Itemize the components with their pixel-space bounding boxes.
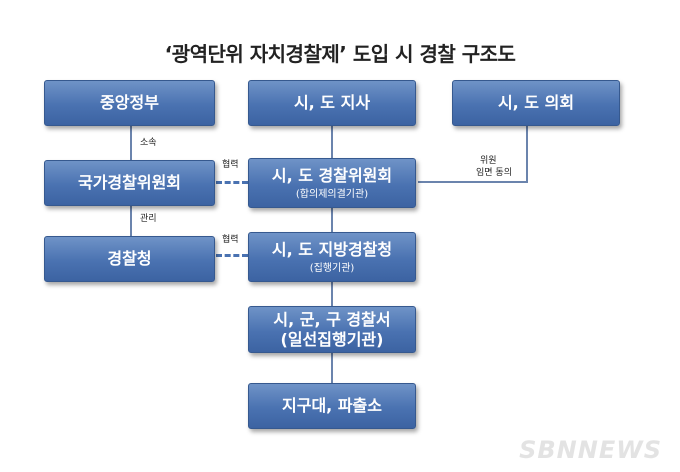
node-central-government-label: 중앙정부 [100,93,159,112]
label-council-appointment-1: 위원 [480,156,497,166]
label-council-appointment-2: 임면 동의 [476,168,512,178]
label-cooperation-1: 협력 [222,160,239,170]
connector-central-to-national-commission [130,126,132,162]
node-council: 시, 도 의회 [452,80,620,126]
label-cooperation-2: 협력 [222,235,239,245]
node-local-police-agency: 시, 도 지방경찰청 (집행기관) [248,232,416,282]
connector-governor-to-city-commission [331,126,333,158]
node-local-police-agency-sublabel: (집행기관) [309,262,355,274]
connector-council-down [526,126,528,183]
label-management: 관리 [140,214,157,224]
node-police-box: 지구대, 파출소 [248,383,416,429]
watermark-logo: SBNNEWS [519,436,662,464]
cooperation-dash-2 [216,254,248,257]
diagram-title: ‘광역단위 자치경찰제’ 도입 시 경찰 구조도 [164,42,516,66]
label-affiliation: 소속 [140,138,157,148]
node-central-government: 중앙정부 [44,80,215,126]
node-national-police-commission: 국가경찰위원회 [44,160,215,206]
connector-council-horizontal [418,181,528,183]
node-police-station-label: 시, 군, 구 경찰서 [273,309,391,329]
cooperation-dash-1 [216,181,248,184]
node-local-police-agency-label: 시, 도 지방경찰청 [271,239,393,259]
connector-national-commission-to-police-agency [130,206,132,237]
connector-station-to-police-box [331,353,333,383]
node-police-agency-label: 경찰청 [107,249,152,268]
node-city-police-commission: 시, 도 경찰위원회 (합의제의결기관) [248,158,416,208]
node-governor-label: 시, 도 지사 [293,93,371,112]
connector-city-commission-to-local-agency [331,208,333,232]
node-national-police-commission-label: 국가경찰위원회 [77,173,182,192]
node-governor: 시, 도 지사 [248,80,416,126]
node-police-station: 시, 군, 구 경찰서 (일선집행기관) [248,306,416,353]
node-council-label: 시, 도 의회 [497,93,575,112]
connector-local-agency-to-station [331,282,333,306]
node-city-police-commission-label: 시, 도 경찰위원회 [271,165,393,185]
node-city-police-commission-sublabel: (합의제의결기관) [295,188,369,200]
node-police-station-sublabel: (일선집행기관) [280,329,384,349]
node-police-agency: 경찰청 [44,236,215,282]
node-police-box-label: 지구대, 파출소 [282,396,382,415]
